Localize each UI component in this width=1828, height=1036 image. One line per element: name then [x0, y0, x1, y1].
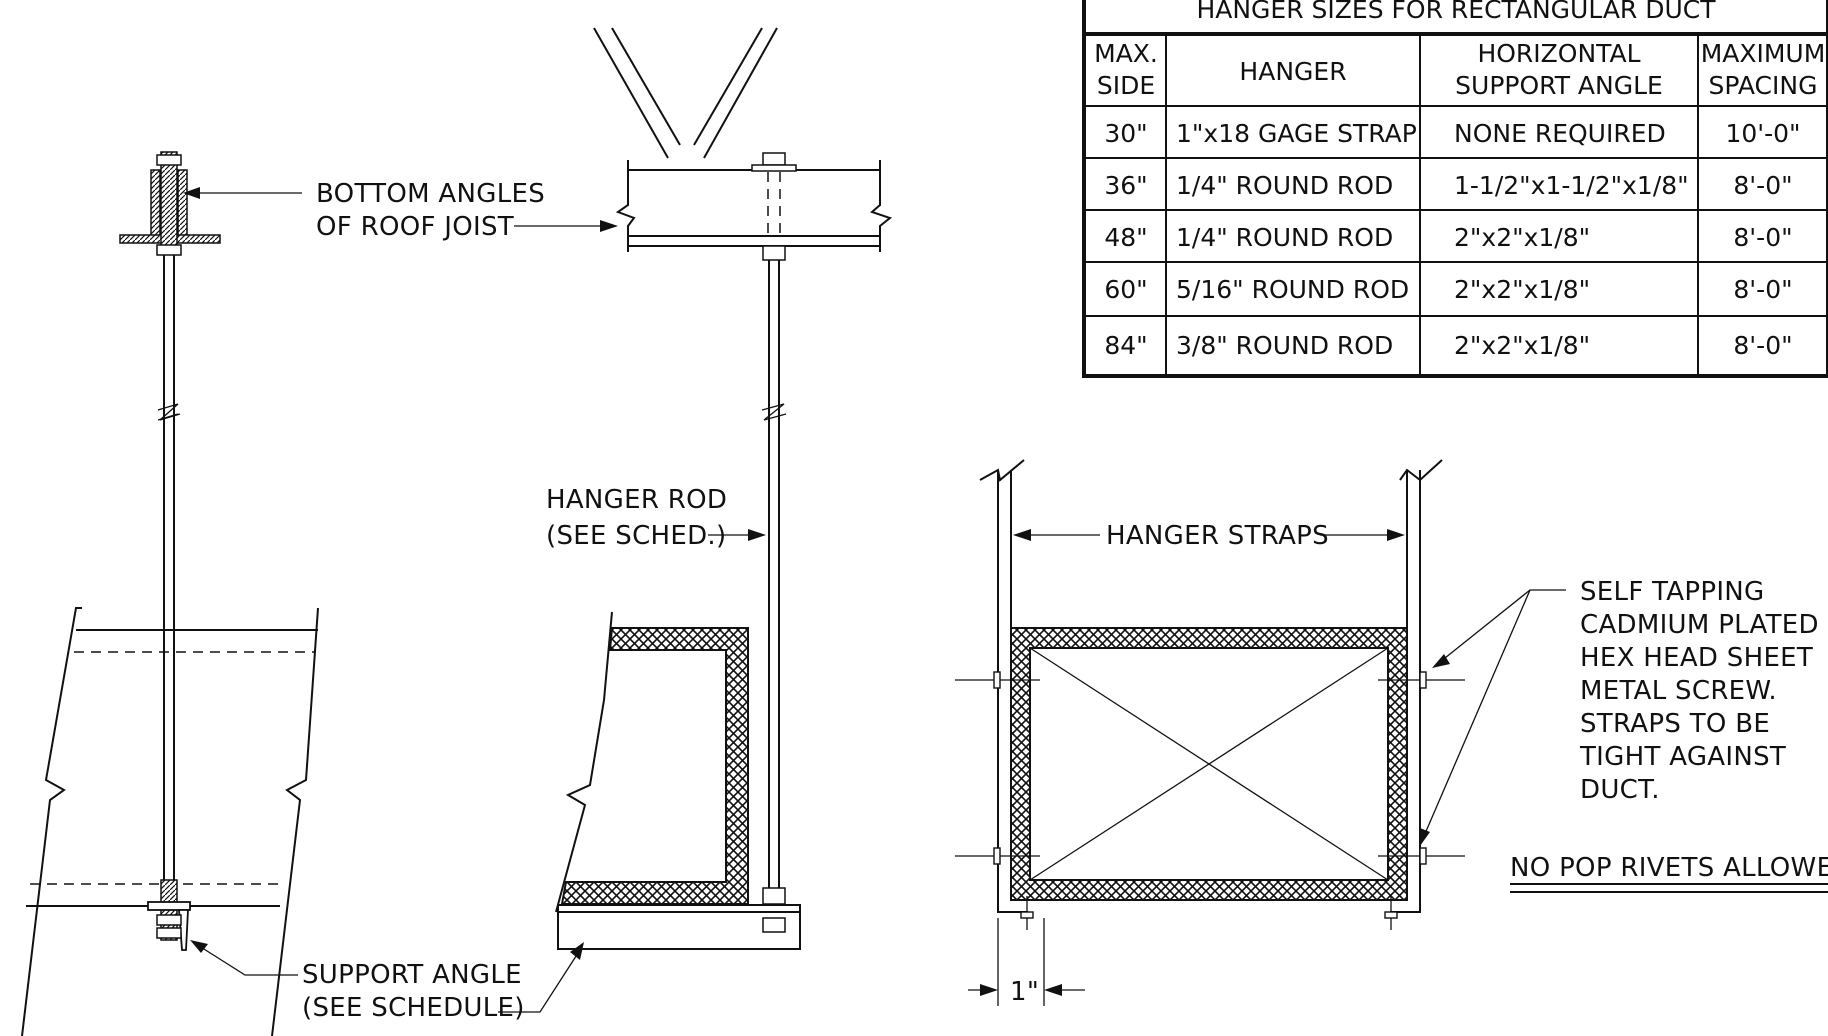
cell-side: 36" [1104, 171, 1147, 200]
left-rod-hanger-detail [21, 151, 618, 1036]
screw-note-line: HEX HEAD SHEET [1580, 643, 1813, 673]
table-row: 36" 1/4" ROUND ROD 1-1/2"x1-1/2"x1/8" 8'… [1104, 171, 1792, 200]
table-row: 60" 5/16" ROUND ROD 2"x2"x1/8" 8'-0" [1104, 275, 1792, 304]
middle-rod-nut-under [762, 245, 786, 261]
table-row: 48" 1/4" ROUND ROD 2"x2"x1/8" 8'-0" [1104, 223, 1792, 252]
joist-angle-vertical-right [177, 169, 188, 243]
cell-angle: 1-1/2"x1-1/2"x1/8" [1454, 171, 1689, 200]
header-max-side-2: SIDE [1097, 71, 1155, 100]
label-support-angle-1: SUPPORT ANGLE [302, 960, 522, 990]
table-row: 84" 3/8" ROUND ROD 2"x2"x1/8" 8'-0" [1104, 331, 1792, 360]
cell-hanger: 1/4" ROUND ROD [1176, 171, 1393, 200]
label-bottom-angles-1: BOTTOM ANGLES [316, 179, 545, 209]
cell-hanger: 3/8" ROUND ROD [1176, 331, 1393, 360]
cell-angle: 2"x2"x1/8" [1454, 331, 1590, 360]
cell-spacing: 10'-0" [1725, 119, 1800, 148]
header-support-2: SUPPORT ANGLE [1455, 71, 1663, 100]
middle-rod-nut-top [762, 152, 786, 166]
middle-rod-hanger-detail [498, 27, 893, 1013]
joist-angle-vertical-left [150, 169, 161, 243]
right-strap-hanger-detail [955, 459, 1828, 1006]
cell-angle: 2"x2"x1/8" [1454, 223, 1590, 252]
screws [955, 671, 1465, 930]
screw-note-line: STRAPS TO BE [1580, 709, 1770, 739]
bottom-nut [156, 914, 182, 926]
screw-note-line: CADMIUM PLATED [1580, 610, 1819, 640]
header-hanger: HANGER [1239, 57, 1346, 86]
screw-note-line: METAL SCREW. [1580, 676, 1777, 706]
cell-side: 48" [1104, 223, 1147, 252]
hanger-schedule-table: HANGER SIZES FOR RECTANGULAR DUCT MAX. S… [1082, 0, 1828, 378]
cell-side: 30" [1104, 119, 1147, 148]
cell-hanger: 1"x18 GAGE STRAP [1176, 119, 1417, 148]
bottom-nut-2 [156, 927, 182, 939]
schedule-title: HANGER SIZES FOR RECTANGULAR DUCT [1196, 0, 1716, 24]
label-support-angle-2: (SEE SCHEDULE) [302, 993, 525, 1023]
header-support-1: HORIZONTAL [1477, 39, 1640, 68]
header-spacing-1: MAXIMUM [1701, 39, 1826, 68]
cell-spacing: 8'-0" [1733, 331, 1792, 360]
nut-top [156, 154, 182, 166]
label-bottom-angles-2: OF ROOF JOIST [316, 212, 514, 242]
cell-spacing: 8'-0" [1733, 171, 1792, 200]
left-duct-section [21, 607, 319, 1036]
header-spacing-2: SPACING [1709, 71, 1818, 100]
support-angle-flange [147, 901, 191, 911]
cell-angle: NONE REQUIRED [1454, 119, 1666, 148]
table-row: 30" 1"x18 GAGE STRAP NONE REQUIRED 10'-0… [1104, 119, 1800, 148]
middle-duct-insulation-outer [560, 627, 749, 905]
cell-hanger: 1/4" ROUND ROD [1176, 223, 1393, 252]
cell-angle: 2"x2"x1/8" [1454, 275, 1590, 304]
threaded-rod-top [160, 151, 178, 255]
nut-bottom [156, 244, 182, 256]
cell-spacing: 8'-0" [1733, 275, 1792, 304]
label-hanger-rod-1: HANGER ROD [546, 485, 727, 515]
cell-side: 60" [1104, 275, 1147, 304]
header-max-side-1: MAX. [1094, 39, 1158, 68]
cell-hanger: 5/16" ROUND ROD [1176, 275, 1409, 304]
cell-side: 84" [1104, 331, 1147, 360]
screw-note-line: TIGHT AGAINST [1579, 742, 1786, 772]
middle-rod-washer-top [751, 164, 797, 172]
screw-note: SELF TAPPING CADMIUM PLATED HEX HEAD SHE… [1579, 577, 1819, 805]
label-dimension-1in: 1" [1010, 977, 1039, 1007]
cell-spacing: 8'-0" [1733, 223, 1792, 252]
screw-note-line: SELF TAPPING [1580, 577, 1765, 607]
middle-rod-nut-bottom-1 [762, 887, 786, 905]
label-hanger-straps: HANGER STRAPS [1106, 521, 1329, 551]
middle-rod-nut-bottom-2 [762, 917, 786, 933]
screw-note-line: DUCT. [1580, 775, 1660, 805]
label-hanger-rod-2: (SEE SCHED.) [546, 521, 726, 551]
label-no-pop-rivets: NO POP RIVETS ALLOWED [1510, 853, 1828, 883]
